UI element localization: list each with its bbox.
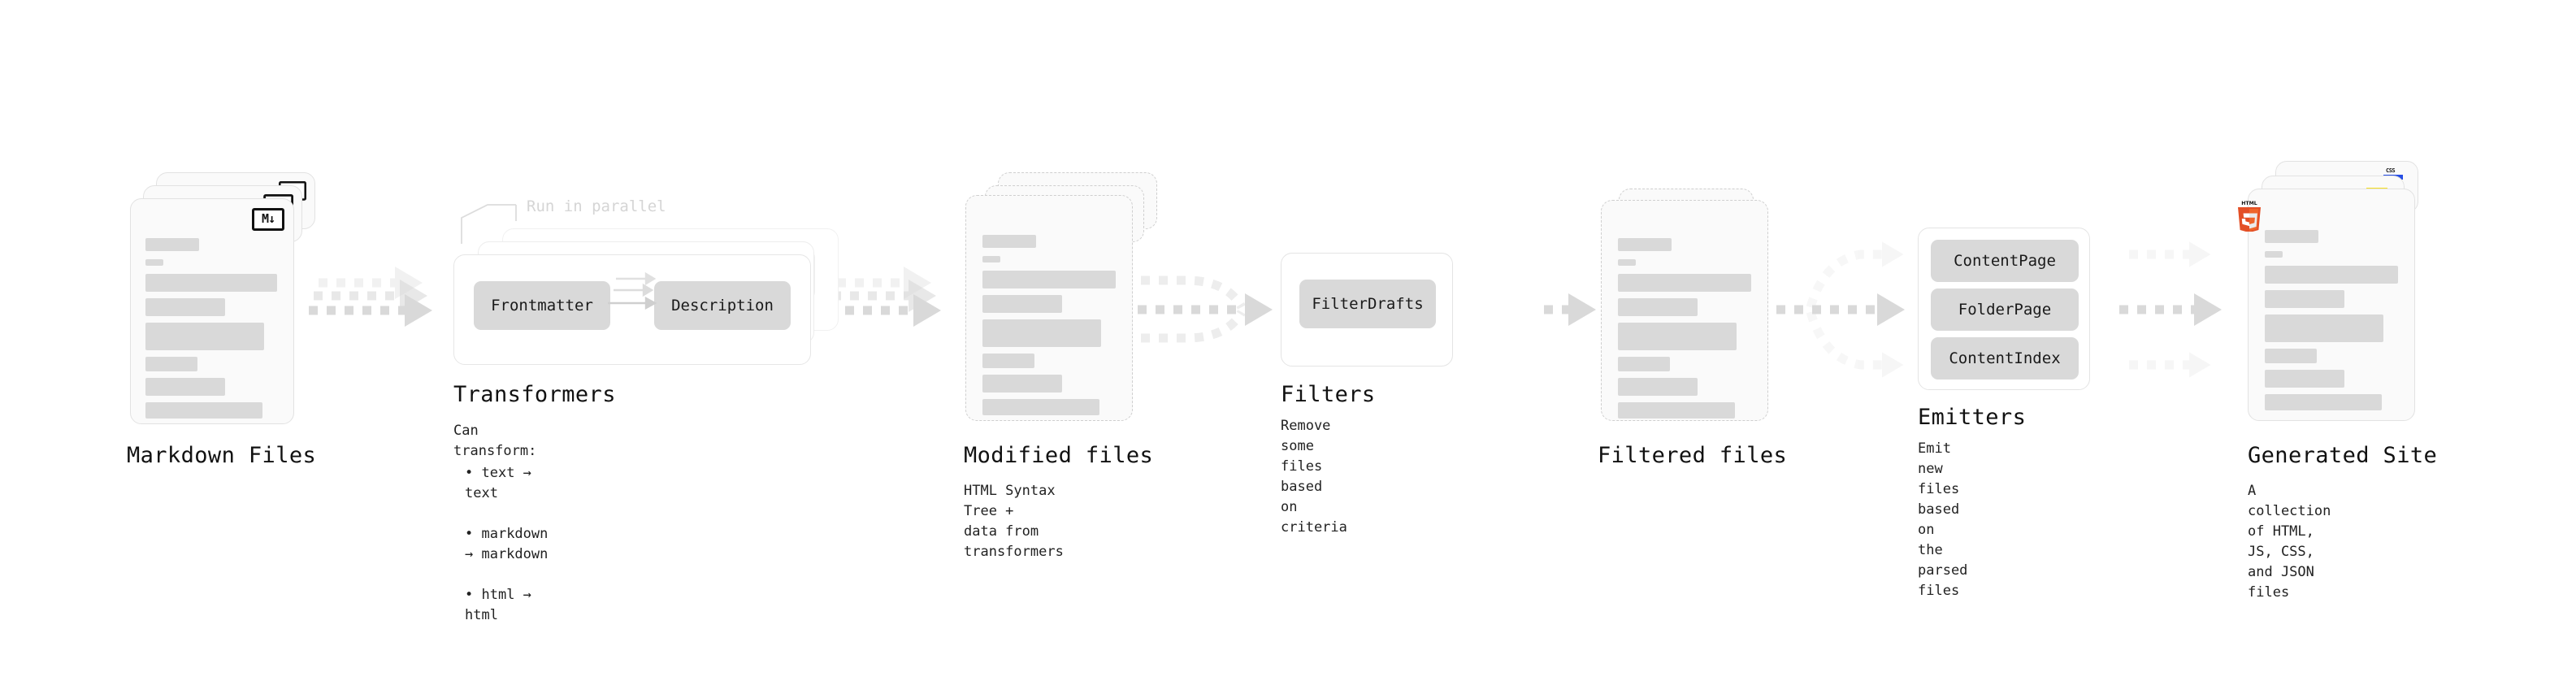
content-bar — [145, 323, 264, 350]
site-file-card-html: HTML — [2238, 189, 2415, 421]
content-bar — [1618, 238, 1672, 251]
content-bar — [2265, 394, 2382, 410]
bullet-item: • text → text — [465, 465, 531, 501]
emitter-chip-contentindex[interactable]: ContentIndex — [1931, 337, 2079, 380]
transformer-chip-frontmatter[interactable]: Frontmatter — [474, 281, 610, 330]
content-bar — [2265, 370, 2344, 388]
content-bar — [2265, 314, 2383, 342]
stage-title: Filters — [1281, 382, 1376, 407]
content-bar — [2265, 230, 2318, 243]
bullet-item: • markdown → markdown — [465, 526, 549, 562]
stage-title: Generated Site — [2248, 443, 2438, 468]
stage-title: Emitters — [1918, 405, 2027, 430]
content-bar — [145, 274, 277, 292]
stage-title: Markdown Files — [127, 443, 317, 468]
svg-text:HTML: HTML — [2241, 201, 2257, 206]
emitter-chip-contentpage[interactable]: ContentPage — [1931, 240, 2079, 282]
content-bar — [1618, 323, 1737, 350]
arrow-modified-to-filters — [1138, 275, 1273, 343]
stage-title: Transformers — [453, 382, 616, 407]
markdown-file-card-front: M↓ — [130, 198, 294, 424]
content-bar — [1618, 274, 1751, 292]
content-bar — [982, 271, 1116, 288]
content-bar — [1618, 357, 1670, 371]
content-bar — [145, 238, 199, 251]
arrow-filtered-to-emitters — [1776, 241, 1905, 378]
transform-bullets: • text → text • markdown → markdown • ht… — [465, 443, 548, 646]
content-bar — [982, 319, 1101, 347]
content-bar — [145, 298, 225, 316]
markdown-badge-icon: M↓ — [252, 208, 284, 231]
transformer-box-front: Frontmatter Description — [453, 254, 811, 365]
stage-desc: A collection of HTML, JS, CSS, and JSON … — [2248, 483, 2331, 601]
content-bar — [1618, 378, 1698, 396]
stage-desc: HTML Syntax Tree + data from transformer… — [964, 483, 1064, 560]
modified-file-card-front — [965, 195, 1133, 421]
content-bar — [982, 375, 1062, 393]
stage-desc: Remove some files based on criteria — [1281, 418, 1347, 536]
content-bar — [982, 256, 1000, 262]
content-bar — [1618, 259, 1636, 266]
stage-desc: Emit new files based on the parsed files — [1918, 440, 1968, 599]
content-bar — [2265, 290, 2344, 308]
content-bar — [145, 378, 225, 396]
transformer-chip-description[interactable]: Description — [654, 281, 791, 330]
content-bar — [2265, 349, 2317, 363]
content-bar — [982, 235, 1036, 248]
content-bar — [982, 354, 1034, 368]
filters-box: FilterDrafts — [1281, 253, 1453, 367]
content-bar — [1618, 402, 1735, 419]
stage-title: Filtered files — [1598, 443, 1788, 468]
content-bar — [1618, 298, 1698, 316]
bullet-item: • html → html — [465, 587, 531, 623]
content-bar — [2265, 251, 2283, 258]
content-bar — [145, 259, 163, 266]
arrow-filters-to-filtered — [1544, 293, 1596, 326]
stage-desc: Can transform: — [453, 423, 537, 459]
run-in-parallel-label: Run in parallel — [527, 197, 666, 215]
arrow-markdown-to-transformers — [309, 267, 432, 327]
content-bar — [145, 357, 197, 371]
arrow-emitters-to-site — [2119, 241, 2222, 378]
filter-chip-filterdrafts[interactable]: FilterDrafts — [1299, 280, 1436, 328]
arrow-transformers-to-modified — [827, 267, 941, 327]
filtered-file-card-front — [1601, 200, 1768, 421]
content-bar — [982, 295, 1062, 313]
stage-title: Modified files — [964, 443, 1154, 468]
content-bar — [145, 402, 262, 419]
html5-badge-icon: HTML — [2236, 199, 2263, 233]
content-bar — [2265, 266, 2398, 284]
emitter-chip-folderpage[interactable]: FolderPage — [1931, 288, 2079, 331]
emitters-box: ContentPage FolderPage ContentIndex — [1918, 228, 2090, 390]
content-bar — [982, 399, 1099, 415]
